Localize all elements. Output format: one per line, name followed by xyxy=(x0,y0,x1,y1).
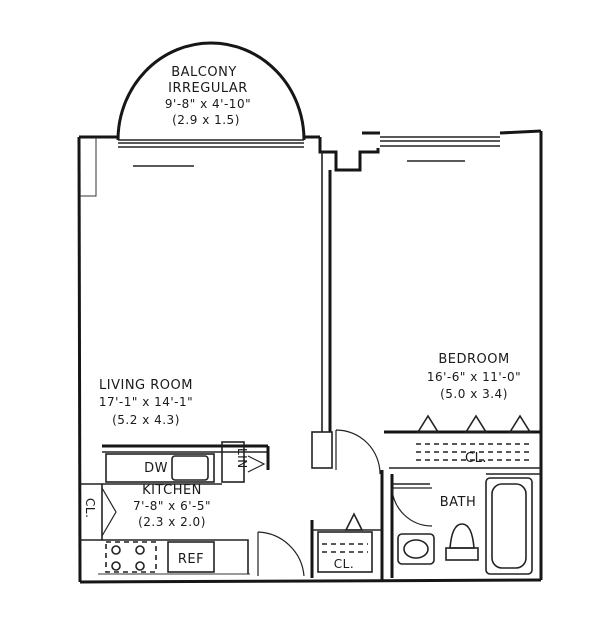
linen-label: LIN xyxy=(235,448,249,469)
kitchen-fixtures xyxy=(105,441,245,573)
exterior-walls xyxy=(77,129,543,584)
doors xyxy=(101,429,433,577)
bedroom-closet-label: CL. xyxy=(465,451,487,466)
balcony-railing xyxy=(116,41,306,141)
hanger-icon xyxy=(464,414,488,433)
sink-icon xyxy=(171,455,209,481)
bedroom-dims-ft: 16'-6" x 11'-0" xyxy=(427,370,521,384)
living-room-dims-ft: 17'-1" x 14'-1" xyxy=(99,395,193,409)
living-room-label: LIVING ROOM xyxy=(99,378,193,393)
refrigerator-icon xyxy=(167,541,215,573)
bedroom-label: BEDROOM xyxy=(438,352,509,367)
labels: BALCONY IRREGULAR 9'-8" x 4'-10" (2.9 x … xyxy=(83,65,521,571)
stove-icon xyxy=(105,541,157,573)
dishwasher-label: DW xyxy=(144,461,168,476)
hall-closet-label: CL. xyxy=(334,557,354,571)
balcony-shape-label: IRREGULAR xyxy=(168,81,248,96)
kitchen-dims-ft: 7'-8" x 6'-5" xyxy=(133,499,211,513)
hanger-icon xyxy=(416,414,440,433)
refrigerator-label: REF xyxy=(178,552,204,567)
hanger-icon xyxy=(344,512,364,531)
bathtub-icon xyxy=(485,477,533,575)
living-room-dims-m: (5.2 x 4.3) xyxy=(112,413,180,427)
balcony xyxy=(116,41,306,141)
bath-label: BATH xyxy=(440,495,477,510)
hall-closet xyxy=(317,512,373,573)
sink-icon xyxy=(397,533,435,565)
kitchen-label: KITCHEN xyxy=(142,483,202,498)
toilet-icon xyxy=(449,523,475,549)
balcony-dims-m: (2.9 x 1.5) xyxy=(172,113,240,127)
linen-closet xyxy=(221,441,245,483)
bedroom-closet xyxy=(416,414,532,461)
kitchen-dims-m: (2.3 x 2.0) xyxy=(138,515,206,529)
bath-fixtures xyxy=(397,477,533,575)
kitchen-closet-label: CL. xyxy=(83,498,97,518)
balcony-dims-ft: 9'-8" x 4'-10" xyxy=(165,97,251,111)
bedroom-dims-m: (5.0 x 3.4) xyxy=(440,387,508,401)
balcony-label: BALCONY xyxy=(171,65,237,80)
hanger-icon xyxy=(508,414,532,433)
